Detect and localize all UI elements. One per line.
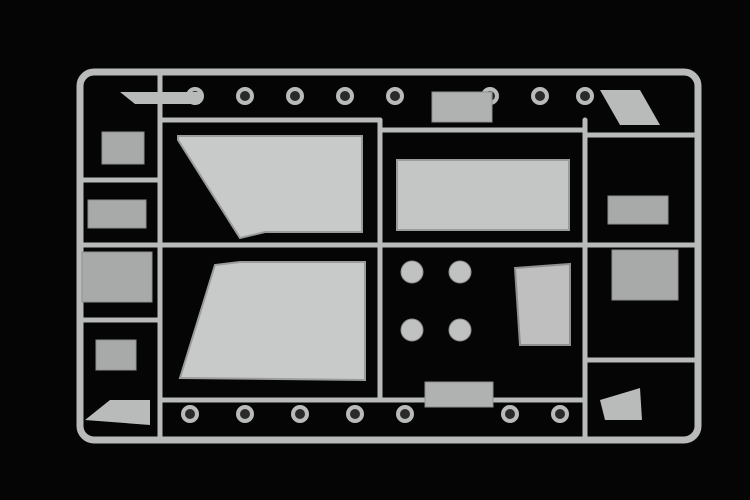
- ring-part: [346, 405, 364, 423]
- ring-part: [181, 405, 199, 423]
- side-panel-lower: [178, 261, 366, 382]
- grille-bottom: [424, 381, 494, 408]
- roof-panel: [396, 159, 570, 231]
- side-panel-upper: [177, 135, 363, 240]
- ring-part: [336, 87, 354, 105]
- ring-part: [551, 405, 569, 423]
- ring-part: [291, 405, 309, 423]
- grille-top: [431, 91, 493, 123]
- ring-part: [576, 87, 594, 105]
- ring-part: [386, 87, 404, 105]
- sprue-frame: [76, 68, 702, 444]
- hatch-part: [513, 262, 571, 346]
- ring-parts: [131, 87, 594, 423]
- ring-part: [236, 405, 254, 423]
- right-boxes: [607, 195, 679, 301]
- left-boxes: [81, 131, 153, 371]
- ring-part: [286, 87, 304, 105]
- end-brackets: [85, 90, 660, 425]
- hinge-parts: [400, 260, 472, 342]
- ring-part: [236, 87, 254, 105]
- ring-part: [396, 405, 414, 423]
- ring-part: [531, 87, 549, 105]
- ring-part: [501, 405, 519, 423]
